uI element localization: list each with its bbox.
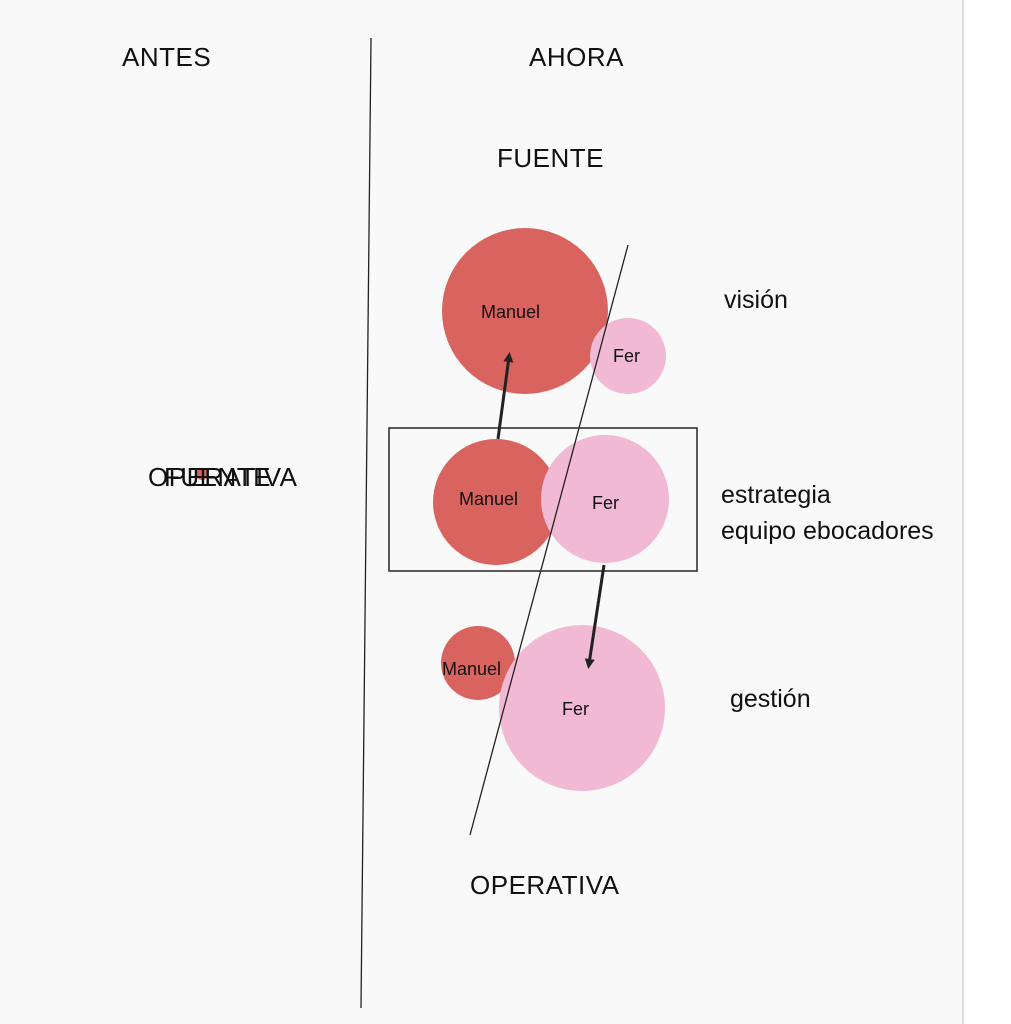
board-edge	[962, 0, 964, 1024]
left-fuente-label: FUENTE	[164, 462, 271, 492]
fer-strategy-circle[interactable]	[541, 435, 669, 563]
fuente-label: FUENTE	[497, 143, 604, 173]
arrow-down	[584, 564, 606, 669]
left-operativa-label: OPERATIVA	[148, 462, 298, 492]
manuel-management-label: Manuel	[442, 659, 502, 679]
accent-dot	[196, 468, 208, 480]
fer-vision-circle[interactable]	[590, 318, 666, 394]
divider-line	[360, 37, 372, 1009]
ahora-header: AHORA	[529, 42, 624, 72]
level-management-label: gestión	[730, 685, 811, 713]
fer-management-circle[interactable]	[499, 625, 665, 791]
level-strategy-subtitle: equipo ebocadores	[721, 517, 934, 545]
arrow-up	[496, 352, 514, 440]
operativa-label: OPERATIVA	[470, 870, 620, 900]
manuel-management-circle[interactable]	[441, 626, 515, 700]
fer-strategy-label: Fer	[592, 493, 619, 513]
manuel-strategy-circle[interactable]	[433, 439, 559, 565]
diagonal-separator-line	[469, 244, 629, 836]
fer-vision-label: Fer	[613, 346, 640, 366]
strategy-frame	[388, 427, 698, 572]
manuel-strategy-label: Manuel	[459, 489, 519, 509]
fer-management-label: Fer	[562, 699, 589, 719]
antes-header: ANTES	[122, 42, 212, 72]
level-vision-label: visión	[724, 286, 788, 314]
level-strategy-label: estrategia	[721, 481, 831, 509]
manuel-vision-label: Manuel	[481, 302, 541, 322]
manuel-vision-circle[interactable]	[442, 228, 608, 394]
